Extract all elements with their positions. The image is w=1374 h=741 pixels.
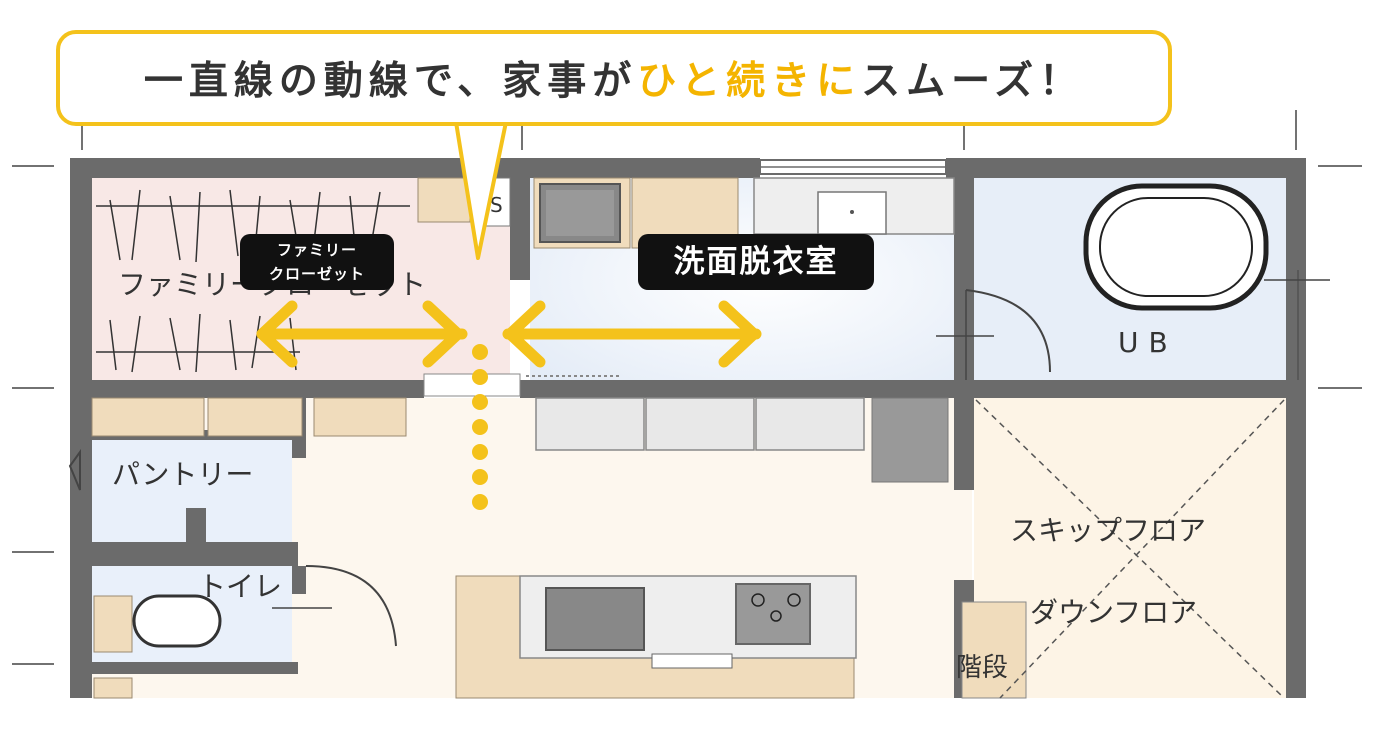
skip-floor-label: スキップフロア — [1010, 514, 1206, 547]
flow-arrows — [256, 300, 762, 368]
headline-part-2: スムーズ！ — [861, 59, 1085, 104]
family-closet-tag: ファミリー クローゼット — [240, 234, 394, 290]
toilet-door-swing — [305, 565, 397, 647]
toilet-label: トイレ — [198, 570, 282, 603]
headline-highlight: ひと続き — [637, 59, 817, 104]
skip-floor-x — [975, 399, 1285, 699]
down-floor-label: ダウンフロア — [1030, 596, 1197, 629]
washroom-tag: 洗面脱衣室 — [638, 234, 874, 290]
flow-dots — [472, 344, 488, 510]
family-closet-tag-line-1: ファミリー — [276, 241, 357, 259]
closet-opening — [423, 373, 521, 397]
bath-label: UB — [1118, 326, 1178, 359]
headline-text: 一直線の動線で、家事がひと続きにスムーズ！ — [144, 50, 1084, 106]
headline-callout: 一直線の動線で、家事がひと続きにスムーズ！ — [56, 30, 1172, 126]
stairs — [961, 601, 1027, 699]
grid-ticks — [12, 110, 1362, 665]
closet-hangers — [96, 189, 410, 373]
headline-part-1: 一直線の動線で、家事が — [143, 59, 638, 104]
pantry-label: パントリー — [112, 458, 253, 491]
stove — [735, 583, 811, 645]
toilet-bowl — [132, 594, 222, 648]
walls — [70, 158, 1306, 698]
family-closet-tag-line-2: クローゼット — [268, 265, 365, 283]
stairs-label: 階段 — [956, 653, 1008, 683]
fridge — [871, 397, 949, 483]
bath-door-swing — [965, 289, 1051, 373]
kitchen-sink — [545, 587, 645, 651]
counter-cabinets — [535, 397, 865, 451]
pantry-door — [68, 448, 81, 491]
headline-highlight-particle: に — [816, 59, 862, 104]
